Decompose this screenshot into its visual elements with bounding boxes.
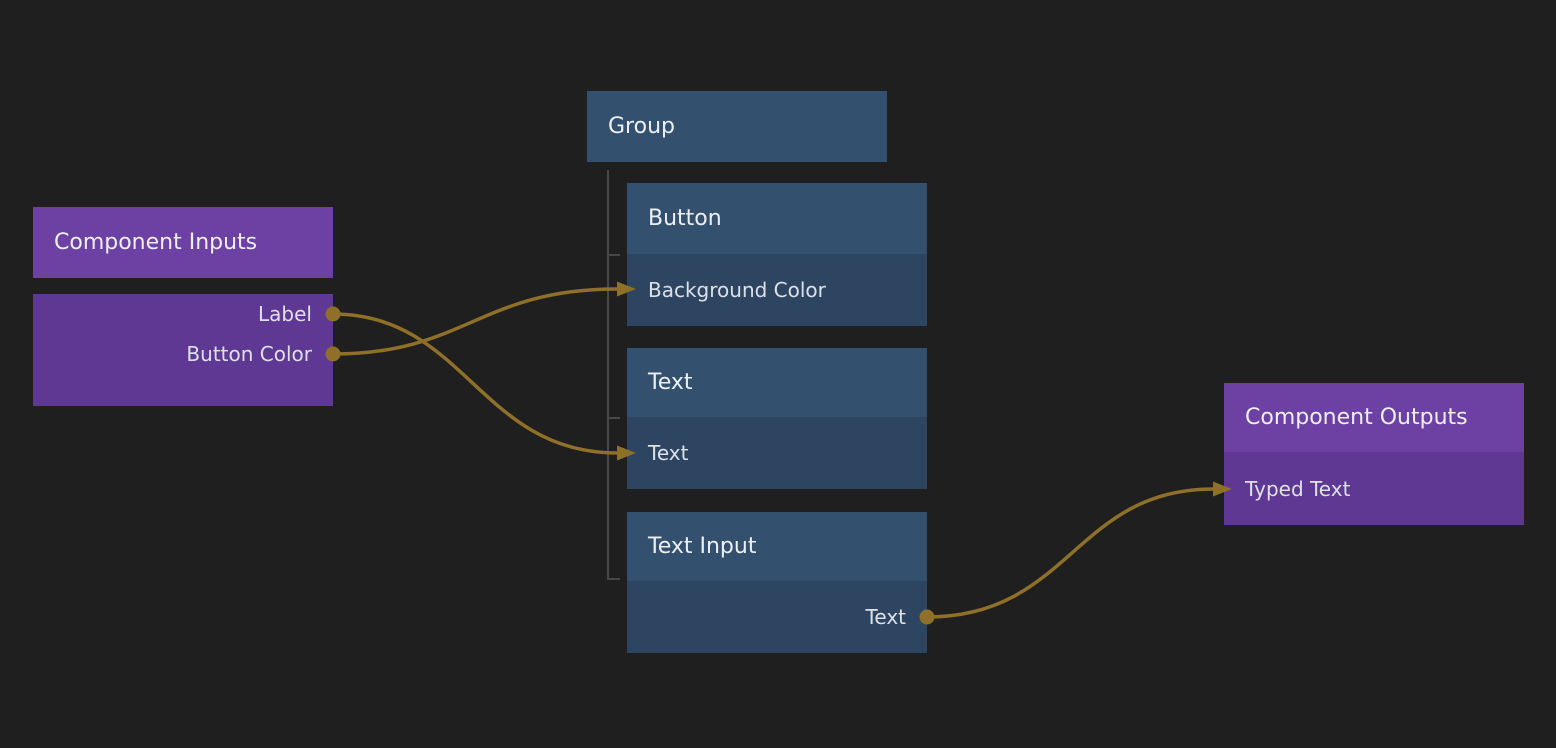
node-button-title: Button <box>648 206 722 231</box>
node-text-title: Text <box>648 370 693 395</box>
node-component-inputs-header[interactable]: Component Inputs <box>33 207 333 278</box>
node-button[interactable]: Button Background Color <box>627 183 927 326</box>
wire-path[interactable] <box>925 487 1215 619</box>
node-text[interactable]: Text Text <box>627 348 927 489</box>
node-group[interactable]: Group <box>587 91 887 162</box>
node-button-input-background-color[interactable]: Background Color <box>627 254 927 326</box>
input-port-label: Text <box>648 441 689 465</box>
node-group-title: Group <box>608 114 675 139</box>
node-component-inputs-title: Component Inputs <box>54 230 258 255</box>
output-port-label: Text <box>865 605 906 629</box>
wire-path[interactable] <box>331 312 619 455</box>
node-text-input-output-text[interactable]: Text <box>627 581 927 653</box>
input-port-label: Typed Text <box>1245 476 1351 501</box>
output-port-label: Button Color <box>186 342 312 366</box>
node-component-outputs[interactable]: Component Outputs Typed Text <box>1224 383 1524 525</box>
wire-path[interactable] <box>331 287 619 356</box>
wire-button-color-to-background-color[interactable] <box>325 281 637 362</box>
input-port-label: Background Color <box>648 278 826 302</box>
output-port-label: Label <box>258 302 312 326</box>
node-component-inputs[interactable]: Component Inputs Label Button Color <box>33 207 333 406</box>
node-component-outputs-title: Component Outputs <box>1245 405 1468 430</box>
node-text-input-header[interactable]: Text Input <box>627 512 927 581</box>
node-component-outputs-input-typed-text[interactable]: Typed Text <box>1224 452 1524 525</box>
group-tree-trunk <box>607 170 620 580</box>
node-text-input-text[interactable]: Text <box>627 417 927 489</box>
node-text-header[interactable]: Text <box>627 348 927 417</box>
wire-label-to-text[interactable] <box>325 306 637 461</box>
node-text-input-title: Text Input <box>648 534 757 559</box>
node-group-header[interactable]: Group <box>587 91 887 162</box>
node-component-outputs-header[interactable]: Component Outputs <box>1224 383 1524 452</box>
wire-text-to-typed-text[interactable] <box>919 481 1233 625</box>
node-component-inputs-output-button-color[interactable]: Button Color <box>33 334 333 374</box>
node-component-inputs-output-label[interactable]: Label <box>33 294 333 334</box>
node-button-header[interactable]: Button <box>627 183 927 254</box>
group-tree-line <box>607 170 620 580</box>
node-text-input[interactable]: Text Input Text <box>627 512 927 653</box>
node-component-inputs-body: Label Button Color <box>33 294 333 406</box>
